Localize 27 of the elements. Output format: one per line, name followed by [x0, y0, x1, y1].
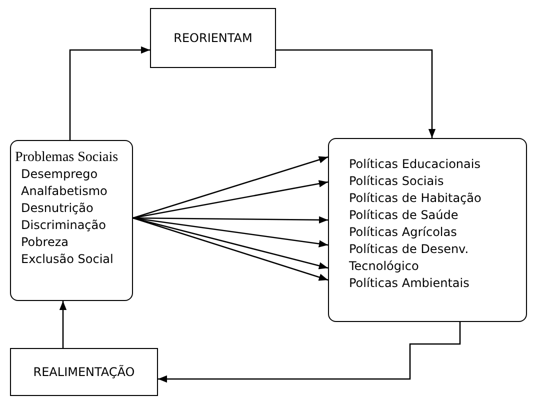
text-label: Políticas de Saúde: [349, 207, 460, 224]
arrow: [132, 180, 328, 219]
text-label: Pobreza: [20, 234, 70, 251]
text-label: Desemprego: [20, 166, 99, 183]
arrow: [132, 156, 328, 219]
text-label: Discriminação: [20, 217, 107, 234]
text-label: Políticas Ambientais: [349, 275, 470, 292]
arrow: [276, 49, 436, 138]
arrow: [158, 322, 461, 383]
text-label: Analfabetismo: [20, 183, 108, 200]
text-label: Desnutrição: [20, 200, 94, 217]
text-label: Políticas de Desenv. Tecnológico: [349, 241, 470, 275]
text-label: Exclusão Social: [20, 251, 114, 268]
rounded-box: [10, 140, 133, 301]
text-label: REALIMENTAÇÃO: [33, 364, 135, 380]
label-box: [150, 8, 276, 68]
arrow: [69, 46, 150, 140]
text-label: Políticas Educacionais: [349, 156, 482, 173]
text-label: REORIENTAM: [174, 30, 252, 46]
text-label: Políticas Sociais: [349, 173, 445, 190]
heading: Problemas Sociais: [15, 149, 120, 166]
text-label: Políticas Agrícolas: [349, 224, 458, 241]
arrow: [59, 301, 67, 348]
label-box: [10, 348, 158, 396]
arrow: [132, 217, 328, 281]
rounded-box: [328, 138, 527, 322]
text-label: Políticas de Habitação: [349, 190, 482, 207]
